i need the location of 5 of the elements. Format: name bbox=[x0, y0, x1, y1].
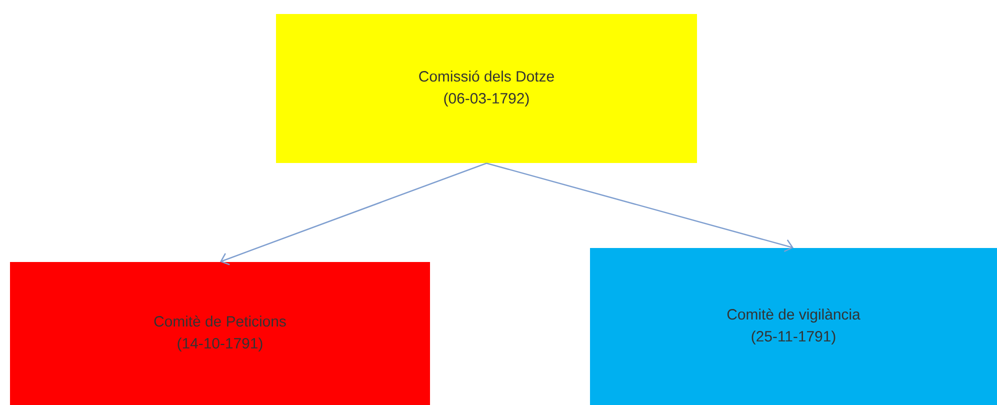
arrow bbox=[486, 162, 794, 252]
arrow bbox=[220, 162, 487, 266]
box: Comitè de vigilància (25-11-1791) bbox=[590, 248, 997, 405]
box: Comissió dels Dotze (06-03-1792) bbox=[276, 14, 697, 163]
box: Comitè de Peticions (14-10-1791) bbox=[10, 262, 430, 405]
